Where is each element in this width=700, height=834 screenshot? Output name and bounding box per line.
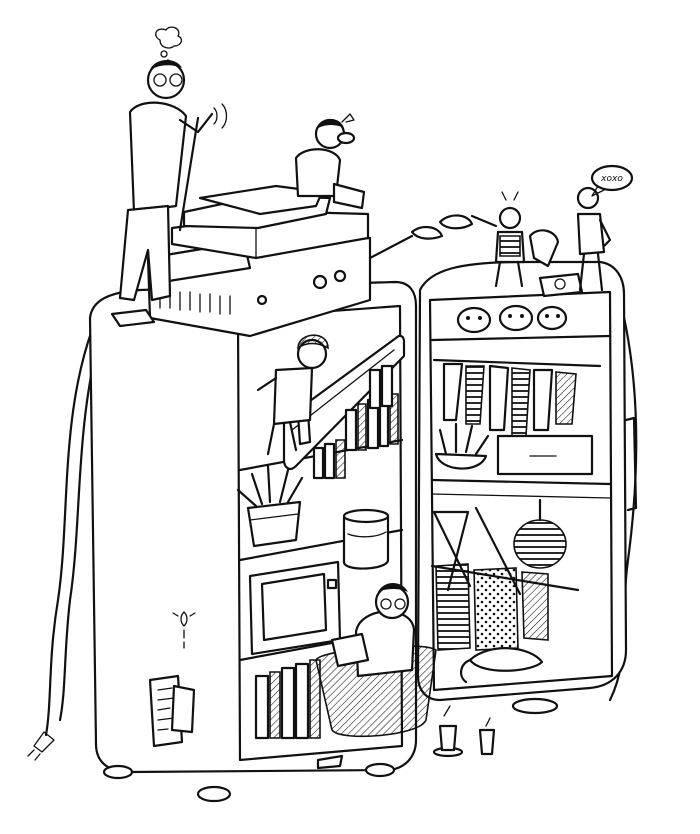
jar (344, 510, 388, 569)
floor-scrap (318, 756, 342, 768)
seated-woman (296, 114, 364, 208)
plant-bowl (436, 424, 488, 469)
basket-reader (316, 583, 436, 736)
hanging-clothes (444, 364, 576, 436)
mask-shelf (458, 306, 566, 332)
stereo (148, 186, 370, 336)
drawer (498, 436, 592, 474)
speech-bubble-text: xoxo (600, 174, 623, 184)
towels (432, 564, 578, 650)
television (250, 562, 340, 654)
potted-plant (238, 466, 302, 546)
man-with-glasses (112, 27, 227, 326)
man-with-speech-bubble (578, 166, 632, 290)
tea-glasses (434, 706, 494, 756)
bird-group (370, 215, 496, 258)
paper-lantern (514, 500, 566, 568)
folding-chair (434, 508, 520, 594)
small-figure (496, 192, 582, 296)
cat (461, 648, 542, 682)
climbing-figure (258, 335, 328, 454)
bookshelf (256, 366, 398, 738)
